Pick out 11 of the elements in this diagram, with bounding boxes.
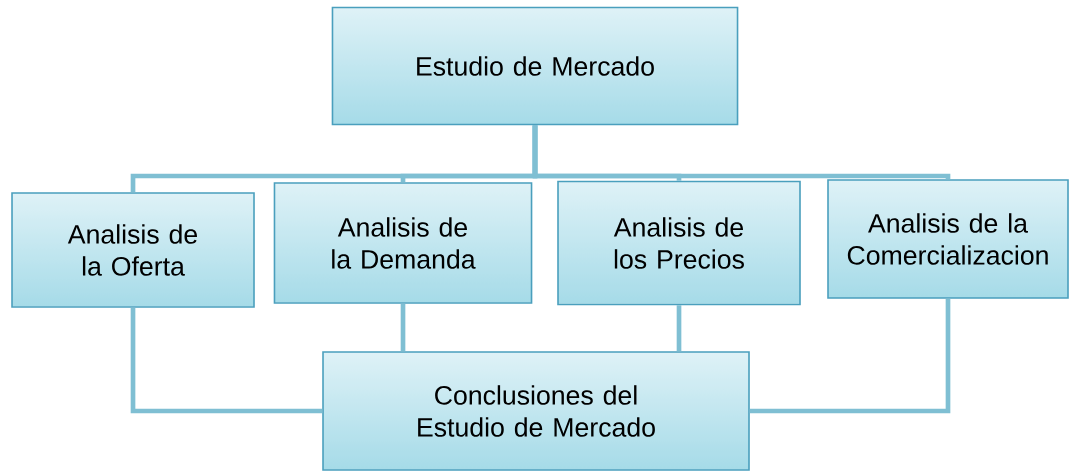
process-box: Analisis de los Precios — [557, 180, 801, 306]
connector-line — [749, 298, 951, 414]
process-box: Conclusiones del Estudio de Mercado — [322, 351, 750, 471]
process-box: Analisis de la Comercializacion — [827, 179, 1069, 299]
connector-line — [676, 305, 682, 352]
connector-line — [130, 307, 323, 414]
connector-line — [532, 125, 951, 181]
process-box: Estudio de Mercado — [331, 6, 739, 126]
process-box: Analisis de la Demanda — [273, 182, 533, 304]
process-box: Analisis de la Oferta — [11, 192, 255, 308]
connector-line — [400, 303, 406, 352]
